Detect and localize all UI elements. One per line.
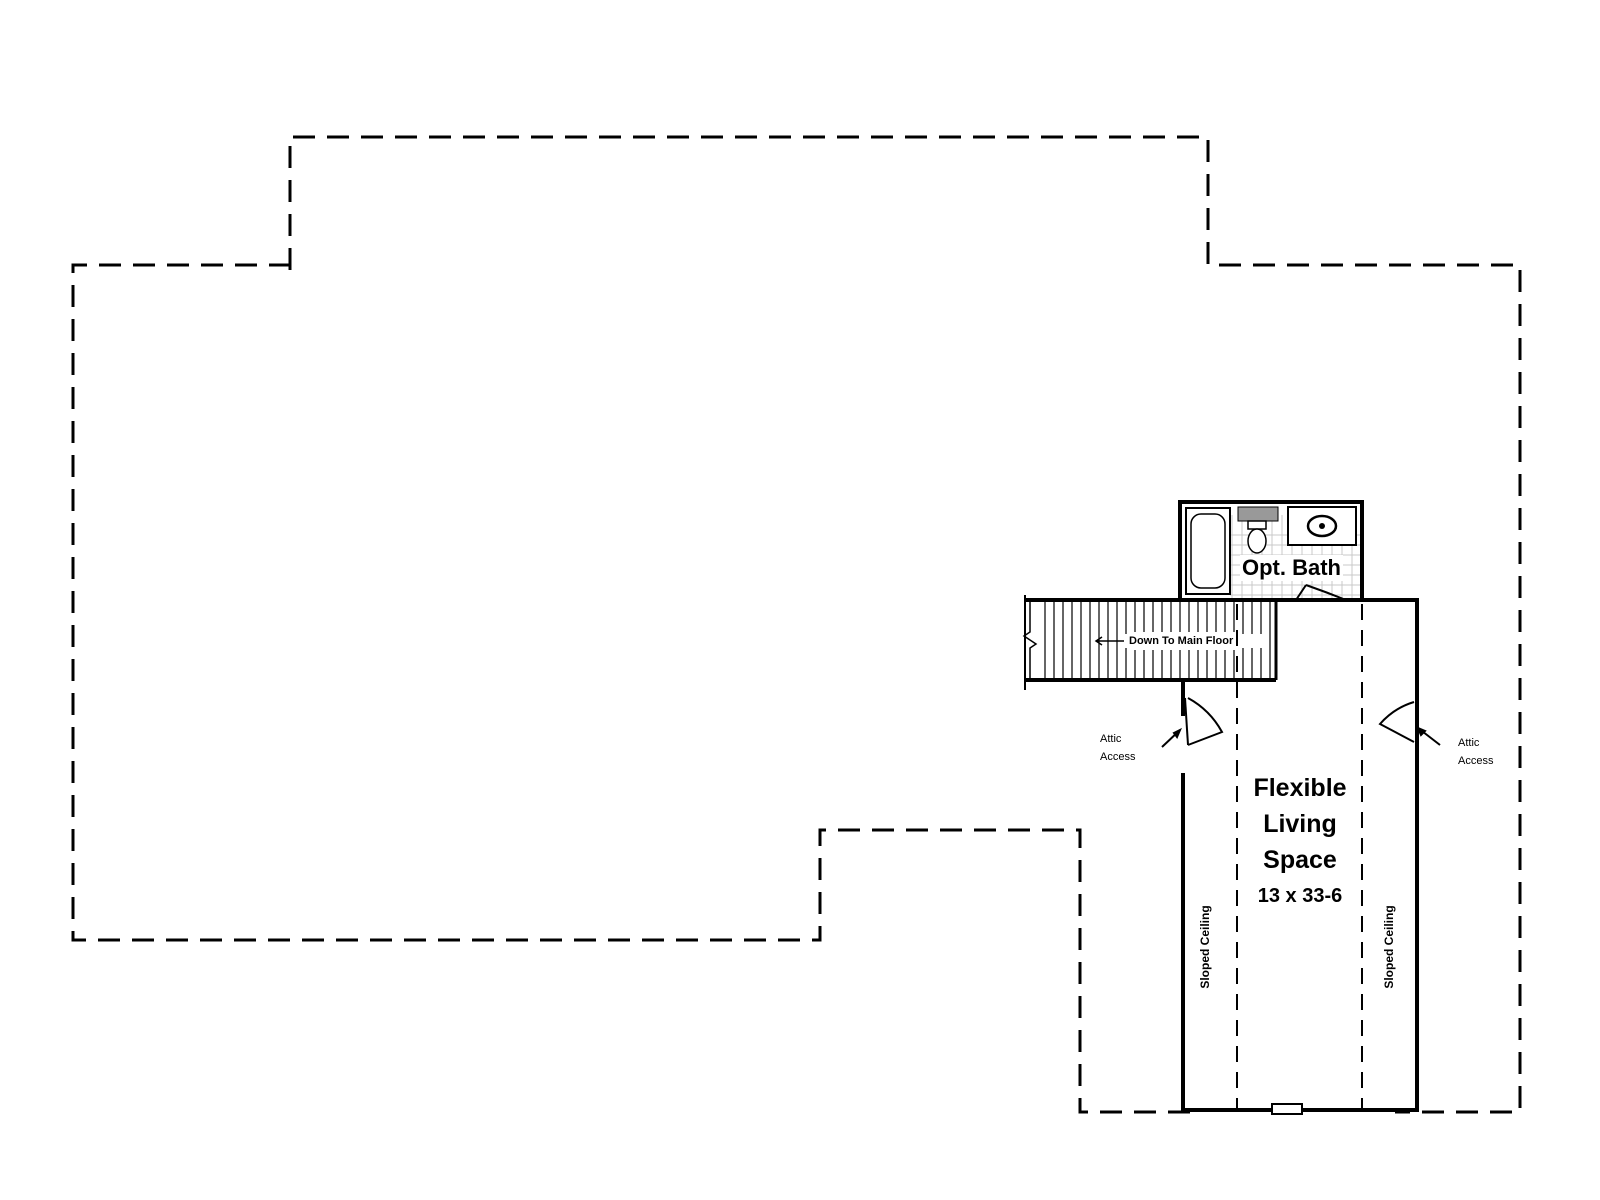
staircase bbox=[1022, 595, 1278, 690]
stair-arrow-icon bbox=[1094, 636, 1124, 646]
attic-access-right-door bbox=[1378, 700, 1441, 746]
flex-room-label: Flexible Living Space 13 x 33-6 bbox=[1253, 774, 1347, 907]
bath-door-icon bbox=[1295, 584, 1347, 601]
main-floor-outline bbox=[71, 135, 1522, 1114]
window-symbol bbox=[1271, 1103, 1303, 1115]
sloped-ceiling-left-label: Sloped Ceiling bbox=[1198, 905, 1212, 989]
bath-room bbox=[1178, 500, 1364, 602]
attic-access-left-door bbox=[1161, 697, 1224, 748]
bath-room-label: Opt. Bath bbox=[1240, 555, 1343, 581]
stairs-label: Down To Main Floor bbox=[1127, 632, 1236, 650]
sink-icon bbox=[1287, 506, 1357, 546]
attic-access-right-label: Attic Access bbox=[1458, 737, 1494, 767]
break-line-icon bbox=[1022, 600, 1038, 680]
sloped-ceiling-right-label: Sloped Ceiling bbox=[1382, 905, 1396, 989]
sloped-ceiling-lines bbox=[1236, 604, 1363, 1108]
toilet-icon bbox=[1247, 520, 1267, 554]
attic-access-left-label: Attic Access bbox=[1100, 733, 1136, 763]
vanity-icon bbox=[1237, 506, 1279, 522]
